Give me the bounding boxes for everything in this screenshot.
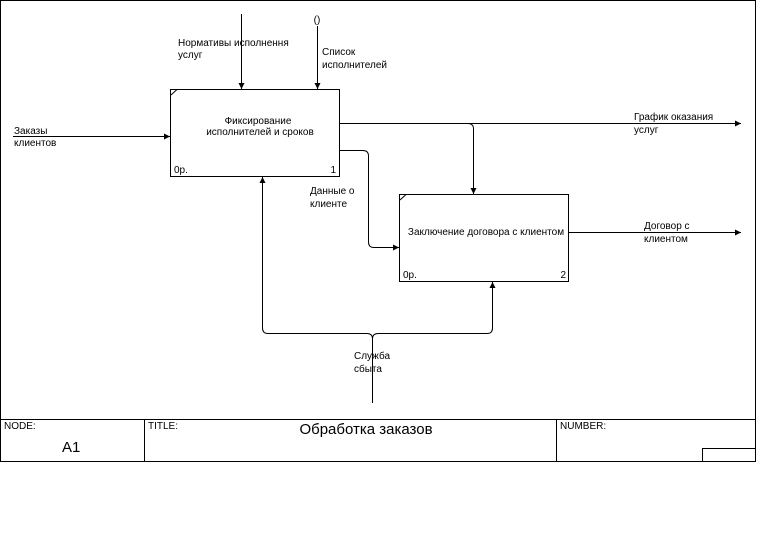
arrow-sales-trunk[interactable] (259, 177, 373, 403)
label-orders-line2: клиентов (14, 138, 56, 149)
box-1-number: 1 (330, 165, 336, 176)
tunnel-marker: () (314, 15, 321, 26)
label-contract-line2: клиентом (644, 234, 688, 245)
box-2-title: Заключение договора с клиентом (408, 227, 564, 238)
activity-box-1[interactable]: Фиксирование исполнителей и сроков 0р. 1 (170, 89, 340, 177)
activity-box-2[interactable]: Заключение договора с клиентом 0р. 2 (399, 194, 569, 282)
label-orders-line1: Заказы (14, 126, 47, 137)
arrow-sales-branch[interactable] (372, 282, 496, 340)
box-2-number: 2 (560, 270, 566, 281)
box-1-title-line1: Фиксирование (225, 116, 292, 127)
label-performers-line2: исполнителей (322, 60, 387, 71)
label-norms-line1: Нормативы исполнення (178, 38, 289, 49)
footer-corner-box (702, 448, 756, 462)
footer-title-value: Обработка заказов (299, 421, 432, 438)
arrow-schedule-branch[interactable] (467, 123, 477, 195)
label-client-data-line2: клиенте (310, 199, 347, 210)
arrow-client-data[interactable] (340, 150, 399, 251)
label-contract-line1: Договор с (644, 221, 690, 232)
diagram-frame (0, 0, 756, 462)
label-client-data-line1: Данные о (310, 186, 355, 197)
label-schedule-line1: График оказания (634, 111, 713, 123)
footer-number-label: NUMBER: (560, 421, 606, 432)
footer-title-label: TITLE: (148, 421, 178, 432)
footer-node-label: NODE: (4, 421, 36, 432)
label-sales-line1: Служба (354, 350, 390, 362)
label-sales-line2: сбыта (354, 363, 382, 375)
box-1-cost: 0р. (174, 165, 188, 176)
box-1-title-line2: исполнителей и сроков (206, 127, 314, 138)
label-schedule-line2: услуг (634, 125, 659, 136)
footer-node-value: A1 (62, 439, 80, 456)
label-performers-line1: Список (322, 47, 356, 58)
label-norms-line2: услуг (178, 50, 203, 61)
box-2-cost: 0р. (403, 270, 417, 281)
